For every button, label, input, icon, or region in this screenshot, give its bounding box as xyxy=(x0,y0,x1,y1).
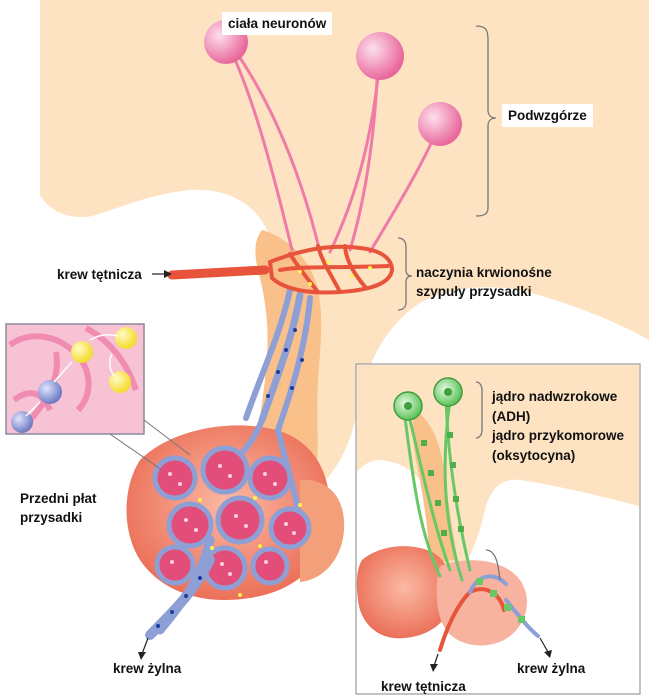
label-venous-blood-left: krew żylna xyxy=(113,661,182,676)
posterior-inset-tissue xyxy=(357,365,639,568)
arrow-venous-left xyxy=(141,637,149,655)
neuron-body-3 xyxy=(418,102,462,146)
posterior-axon-granules xyxy=(421,432,464,536)
inset-blue-1 xyxy=(38,380,62,404)
hormone-dots-yellow xyxy=(198,496,302,597)
bracket-portal-vessels xyxy=(397,237,413,311)
label-anterior-lobe-line1: Przedni płat xyxy=(20,491,97,506)
inset-arrows xyxy=(25,334,119,417)
label-supraoptic-nucleus: jądro nadwzrokowe xyxy=(492,389,618,404)
inset-callout-line xyxy=(109,433,163,471)
posterior-bulge xyxy=(300,479,345,582)
label-oxytocin: (oksytocyna) xyxy=(492,448,576,463)
label-venous-blood-right: krew żylna xyxy=(517,661,586,676)
label-hypothalamus: Podwzgórze xyxy=(502,104,593,127)
label-arterial-blood-right: krew tętnicza xyxy=(381,679,466,694)
posterior-capillaries xyxy=(438,574,540,652)
posterior-terminals xyxy=(476,578,525,623)
bracket-posterior-small xyxy=(485,549,501,581)
arrow-venous-left-head xyxy=(138,652,146,660)
label-neuron-bodies: ciała neuronów xyxy=(222,12,333,35)
posterior-axons xyxy=(402,396,472,582)
inset-blue-2 xyxy=(11,411,33,433)
label-anterior-lobe-line2: przysadki xyxy=(20,510,83,525)
posterior-inset-anterior-lobe xyxy=(356,546,452,639)
bracket-hypothalamus xyxy=(475,25,497,217)
label-portal-vessels-line1: naczynia krwionośne xyxy=(416,265,552,280)
arrow-arterial-right-head xyxy=(430,664,438,672)
venous-dots xyxy=(156,576,202,628)
inset-callout-line-2 xyxy=(143,419,191,456)
lobule-speckles xyxy=(168,464,296,576)
label-paraventricular-nucleus: jądro przykomorowe xyxy=(492,428,625,443)
posterior-inset-stalk xyxy=(412,410,458,562)
label-adh: (ADH) xyxy=(492,409,531,424)
arrow-venous-right-head xyxy=(544,650,552,658)
plexus-dots xyxy=(298,260,372,286)
label-portal-vessels-line2: szypuły przysadki xyxy=(416,284,532,299)
gland-lobules xyxy=(152,445,312,591)
label-arterial-blood-left: krew tętnicza xyxy=(57,267,142,282)
inset-yellow-1 xyxy=(71,341,93,363)
arrow-venous-right xyxy=(539,637,549,653)
inset-yellow-3 xyxy=(109,371,131,393)
neuron-body-2 xyxy=(356,32,404,80)
arrow-arterial-left-head xyxy=(164,270,172,278)
bracket-nuclei xyxy=(475,381,483,439)
inset-yellow-2 xyxy=(115,327,137,349)
arterial-inflow-vessel xyxy=(167,265,270,280)
